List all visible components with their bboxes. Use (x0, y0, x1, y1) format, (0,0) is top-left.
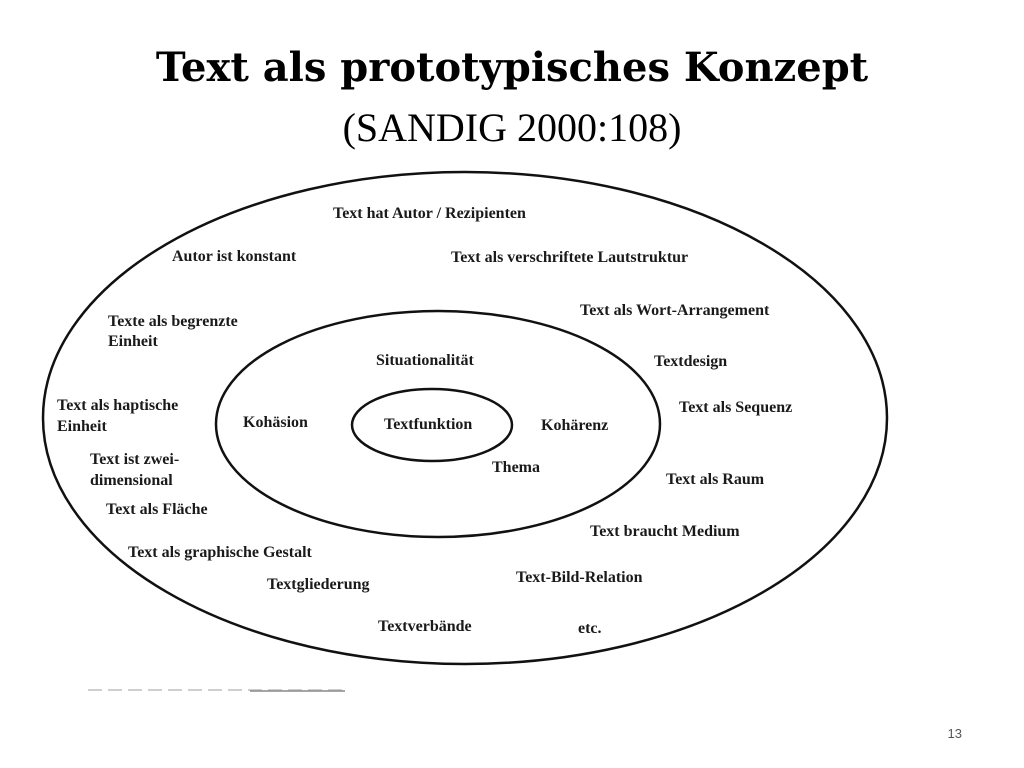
middle-label: Situationalität (376, 352, 474, 369)
outer-label: Text ist zwei- (90, 451, 179, 468)
outer-label: Textgliederung (267, 576, 370, 593)
slide-subtitle: (SANDIG 2000:108) (342, 105, 682, 150)
outer-label: dimensional (90, 472, 173, 489)
outer-label: etc. (578, 620, 602, 637)
middle-label: Kohärenz (541, 417, 608, 434)
outer-label: Autor ist konstant (172, 248, 297, 265)
page-number: 13 (947, 726, 962, 741)
outer-label: Einheit (57, 418, 107, 435)
core-label: Textfunktion (384, 416, 472, 433)
outer-label: Text als Fläche (106, 501, 208, 518)
inner-ellipse (350, 387, 514, 463)
outer-label: Einheit (108, 333, 158, 350)
outer-ellipse (41, 170, 889, 666)
middle-label: Thema (492, 459, 540, 476)
middle-label: Kohäsion (243, 414, 308, 431)
outer-label: Text-Bild-Relation (516, 569, 643, 586)
outer-label: Textverbände (378, 618, 472, 635)
outer-label: Textdesign (654, 353, 727, 370)
outer-label: Text als Wort-Arrangement (580, 302, 770, 319)
outer-label: Text als haptische (57, 397, 178, 414)
outer-label: Text hat Autor / Rezipienten (333, 205, 526, 222)
outer-label: Text braucht Medium (590, 523, 740, 540)
slide-title: Text als prototypisches Konzept (155, 44, 869, 91)
middle-ellipse (214, 309, 662, 539)
outer-label: Text als Sequenz (679, 399, 792, 416)
outer-label: Texte als begrenzte (108, 313, 238, 330)
outer-label: Text als verschriftete Lautstruktur (451, 249, 688, 266)
outer-label: Text als Raum (666, 471, 765, 488)
outer-label: Text als graphische Gestalt (128, 544, 313, 561)
